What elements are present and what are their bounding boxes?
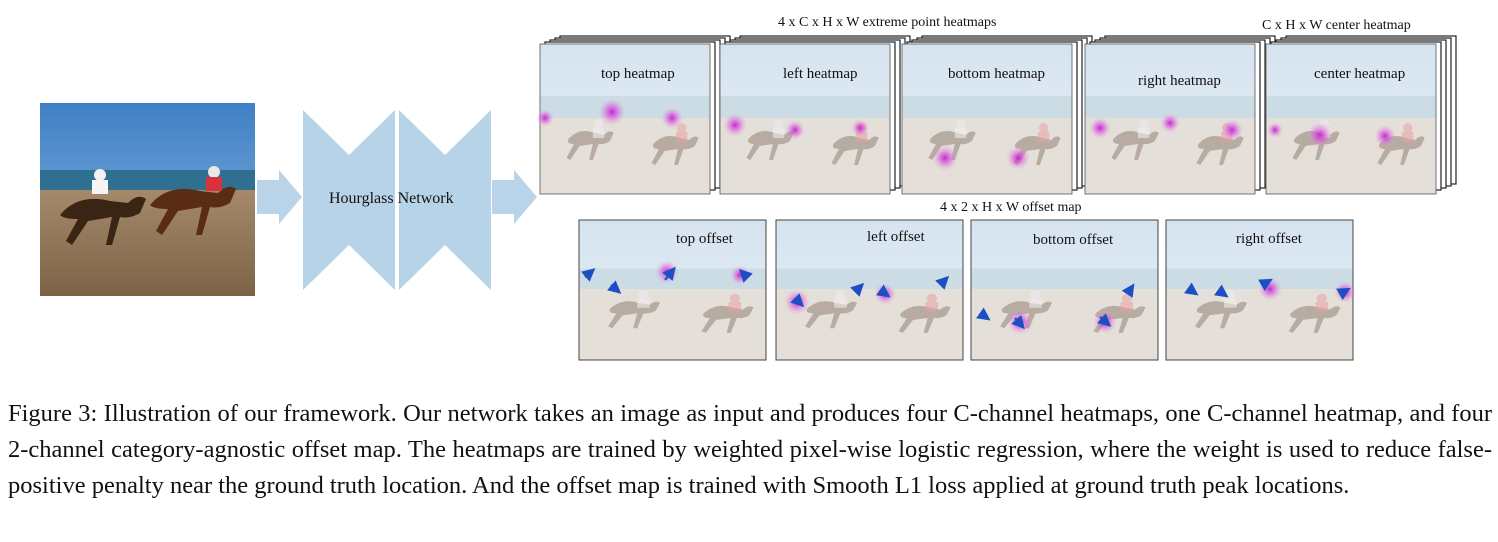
input-image <box>40 103 255 296</box>
heat-peak <box>1089 117 1111 139</box>
offset-vector <box>581 268 596 282</box>
offset-vector <box>607 280 622 294</box>
input-jockey-2-body <box>206 177 222 191</box>
figure-graphics <box>40 35 1457 361</box>
offset-map-3 <box>1165 218 1356 361</box>
offset-vector <box>662 266 676 281</box>
offset-vector <box>1214 284 1229 298</box>
hourglass-right <box>399 110 491 290</box>
offset-vector <box>876 284 891 298</box>
heatmap-frame <box>1265 43 1437 195</box>
heatmap-stack-3 <box>1084 35 1276 195</box>
offset-vector <box>1097 313 1112 327</box>
center-heatmap-card-label: center heatmap <box>1314 66 1406 82</box>
heatmap-frame <box>1084 43 1256 195</box>
bottom-offset-label: bottom offset <box>1033 232 1114 248</box>
heat-peak <box>598 98 626 126</box>
arrow-input-to-network <box>257 170 302 224</box>
left-heatmap-label: left heatmap <box>783 66 858 82</box>
hourglass-left <box>303 110 395 290</box>
arrow-network-to-outputs <box>492 170 537 224</box>
extreme-heatmaps-label: 4 x C x H x W extreme point heatmaps <box>778 15 997 30</box>
network-label: Hourglass Network <box>329 190 454 207</box>
input-jockey-1-body <box>92 180 108 194</box>
heatmap-stack-0 <box>536 35 731 195</box>
offset-frame <box>578 219 767 361</box>
heatmap-frame <box>719 43 891 195</box>
offset-image <box>579 220 766 360</box>
top-heatmap-label: top heatmap <box>601 66 675 82</box>
offset-map-label: 4 x 2 x H x W offset map <box>940 200 1082 215</box>
offset-vector <box>1011 315 1025 330</box>
heatmap-stack-2 <box>901 35 1093 195</box>
top-offset-label: top offset <box>676 231 733 247</box>
offset-vector <box>1336 287 1351 301</box>
heat-peak <box>723 113 747 137</box>
heat-peak <box>536 109 554 127</box>
heatmap-stack-4 <box>1265 35 1457 195</box>
center-heatmap-label: C x H x W center heatmap <box>1262 18 1411 33</box>
offset-vector <box>976 307 991 321</box>
input-jockey-2 <box>208 166 220 178</box>
heat-peak <box>1006 146 1030 170</box>
offset-peak <box>1258 277 1282 301</box>
bottom-heatmap-label: bottom heatmap <box>948 66 1046 82</box>
heat-peak <box>932 145 958 171</box>
offset-vector <box>1121 283 1135 298</box>
figure-canvas <box>40 35 1457 361</box>
offset-frame <box>775 219 964 361</box>
heatmap-stack-1 <box>719 35 911 195</box>
heat-peak <box>1374 125 1396 147</box>
heat-peak <box>785 120 805 140</box>
right-heatmap-label: right heatmap <box>1138 73 1221 89</box>
right-offset-label: right offset <box>1236 231 1302 247</box>
offset-peak <box>784 289 810 315</box>
heat-peak <box>1221 119 1243 141</box>
input-jockey-1 <box>94 169 106 181</box>
offset-map-2 <box>970 218 1159 361</box>
heat-peak <box>851 119 869 137</box>
heat-peak <box>661 107 683 129</box>
offset-map-0 <box>578 218 767 361</box>
figure-caption: Figure 3: Illustration of our framework.… <box>8 400 1492 499</box>
offset-frame <box>970 219 1159 361</box>
heat-peak <box>1160 113 1180 133</box>
input-horse-2 <box>150 186 236 235</box>
input-sea <box>40 170 255 190</box>
left-offset-label: left offset <box>867 229 925 245</box>
framework-figure: 4 x C x H x W extreme point heatmaps C x… <box>40 15 1457 361</box>
offset-vector <box>1184 282 1199 296</box>
offset-vector <box>935 275 950 290</box>
offset-vector <box>790 293 805 308</box>
heat-peak <box>1307 122 1333 148</box>
offset-vector <box>1258 278 1273 292</box>
input-horse-1 <box>60 196 146 245</box>
offset-map-1 <box>775 218 964 361</box>
heat-peak <box>1267 122 1283 138</box>
offset-vector <box>738 268 753 283</box>
offset-peak <box>655 260 679 284</box>
heatmap-frame <box>901 43 1073 195</box>
offset-peak <box>730 265 750 285</box>
offset-vector <box>850 282 865 297</box>
offset-peak <box>1007 309 1033 335</box>
